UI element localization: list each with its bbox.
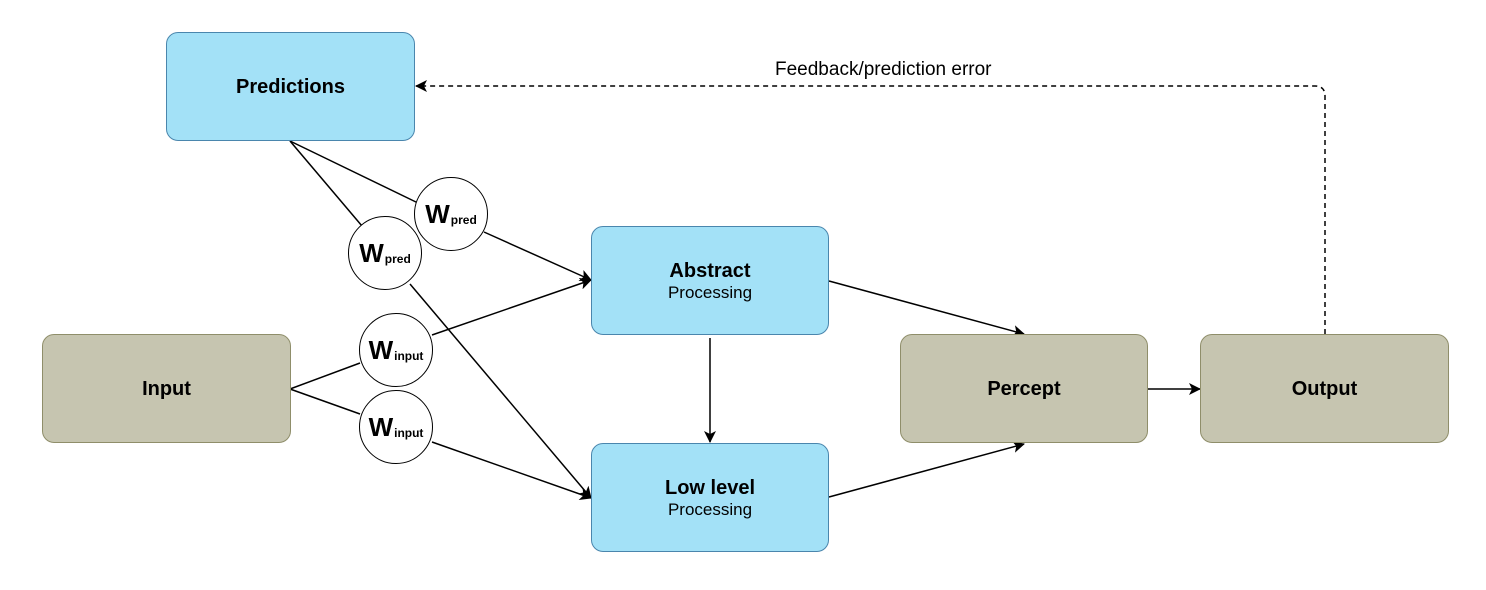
weight-subscript: pred (450, 213, 477, 227)
edge-abstract-to-percept (828, 280, 1025, 337)
weight-symbol: W (368, 335, 394, 365)
feedback-label: Feedback/prediction error (775, 59, 992, 80)
low-level-title: Low level (664, 476, 756, 499)
output-title: Output (1291, 377, 1358, 400)
edge-input-to-winput-lower (289, 388, 361, 415)
edge-winput-lower-to-low-level (431, 441, 592, 501)
weight-subscript: pred (384, 252, 411, 266)
predictions-node: Predictions (166, 32, 415, 141)
abstract-title: Abstract (669, 259, 751, 282)
edge-feedback-dashed (415, 80, 1326, 334)
percept-node: Percept (900, 334, 1148, 443)
low-level-subtitle: Processing (667, 499, 753, 519)
percept-title: Percept (987, 377, 1061, 400)
edge-predictions-to-wpred-lower (289, 140, 363, 227)
weight-subscript: input (394, 426, 424, 440)
weight-symbol: W (368, 412, 394, 442)
edge-low-level-to-percept (828, 441, 1025, 498)
weight-symbol: W (359, 238, 384, 268)
abstract-subtitle: Processing (667, 282, 753, 302)
edge-winput-upper-to-abstract (431, 277, 592, 336)
edge-predictions-to-wpred-upper (289, 140, 419, 204)
input-title: Input (142, 377, 191, 400)
edge-wpred-lower-to-low-level (409, 283, 592, 499)
output-node: Output (1200, 334, 1449, 443)
abstract-processing-node: Abstract Processing (591, 226, 829, 335)
input-node: Input (42, 334, 291, 443)
low-level-processing-node: Low level Processing (591, 443, 829, 552)
predictions-title: Predictions (236, 75, 345, 98)
weight-symbol: W (425, 199, 450, 229)
edge-input-to-winput-upper (289, 362, 361, 390)
edge-wpred-upper-to-abstract (483, 231, 592, 281)
weight-subscript: input (394, 349, 424, 363)
